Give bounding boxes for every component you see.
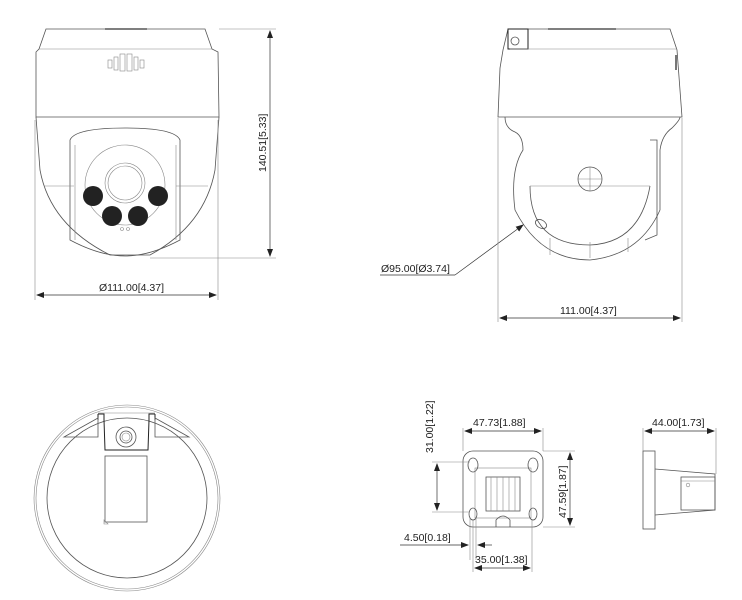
side-width-label: 111.00[4.37] [560,305,617,317]
hole-horizontal-spacing-label: 35.00[1.38] [475,554,528,566]
hole-vertical-spacing-label: 31.00[1.22] [424,400,436,453]
side-view: Ø95.00[Ø3.74] 111.00[4.37] [380,28,683,322]
bottom-view [33,404,221,592]
ball-diameter-label: Ø95.00[Ø3.74] [381,263,450,275]
front-view: 140.51[5.33] Ø111.00[4.37] [34,28,276,300]
front-width-label: Ø111.00[4.37] [99,282,164,294]
mount-depth-label: 44.00[1.73] [652,417,705,429]
mount-plate-view: 47.73[1.88] 47.59[1.87] 31.00[1.22] 4.50… [400,400,575,572]
ir-led-icon [102,206,122,226]
hole-diameter-label: 4.50[0.18] [404,532,451,544]
front-height-label: 140.51[5.33] [257,114,269,172]
speaker-grille-icon [107,53,145,72]
mount-side-view: 44.00[1.73] [642,417,717,530]
plate-width-label: 47.73[1.88] [473,417,526,429]
plate-height-label: 47.59[1.87] [557,465,569,518]
ir-led-icon [148,186,168,206]
ir-led-icon [128,206,148,226]
ir-led-icon [83,186,103,206]
